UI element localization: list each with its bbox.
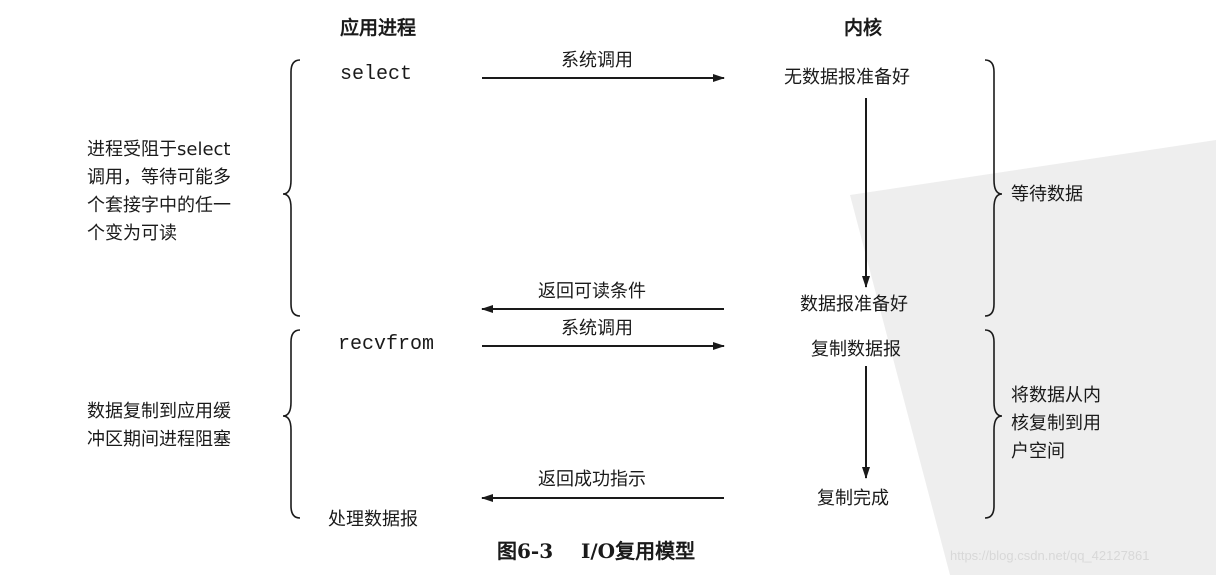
right-brace-copy	[984, 329, 1003, 519]
kernel-datagram-ready: 数据报准备好	[800, 294, 908, 315]
step-process-datagram: 处理数据报	[328, 509, 418, 530]
step-recvfrom: recvfrom	[338, 333, 435, 356]
note-wait-for-data: 等待数据	[1011, 184, 1083, 205]
app-process-header: 应用进程	[340, 17, 417, 39]
note-line: 户空间	[1011, 441, 1065, 462]
left-brace-copy	[282, 329, 301, 519]
note-line: 核复制到用	[1011, 413, 1101, 434]
note-line: 数据复制到应用缓	[87, 401, 231, 422]
left-brace-select	[282, 59, 301, 317]
note-blocked-in-select: 进程受阻于select 调用，等待可能多 个套接字中的任一 个变为可读	[87, 136, 231, 248]
label-recvfrom-syscall: 系统调用	[561, 318, 633, 339]
label-return-success: 返回成功指示	[538, 469, 646, 490]
seal-watermark	[850, 140, 1216, 575]
right-brace-wait	[984, 59, 1003, 317]
kernel-copy-datagram: 复制数据报	[811, 339, 901, 360]
watermark-url: https://blog.csdn.net/qq_42127861	[950, 548, 1150, 563]
kernel-header: 内核	[844, 17, 883, 39]
note-line: 进程受阻于select	[87, 139, 231, 160]
note-line: 将数据从内	[1011, 385, 1101, 406]
figure-caption: 图6-3 I/O复用模型	[497, 539, 696, 563]
note-copy-blocked: 数据复制到应用缓 冲区期间进程阻塞	[87, 398, 231, 454]
label-return-readable: 返回可读条件	[538, 281, 646, 302]
kernel-no-datagram-ready: 无数据报准备好	[784, 67, 910, 88]
note-copy-to-user: 将数据从内 核复制到用 户空间	[1011, 382, 1101, 466]
note-line: 个变为可读	[87, 223, 177, 244]
note-line: 冲区期间进程阻塞	[87, 429, 231, 450]
note-line: 个套接字中的任一	[87, 195, 231, 216]
note-line: 调用，等待可能多	[87, 167, 231, 188]
step-select: select	[340, 63, 413, 86]
label-select-syscall: 系统调用	[561, 50, 633, 71]
kernel-copy-complete: 复制完成	[817, 488, 889, 509]
